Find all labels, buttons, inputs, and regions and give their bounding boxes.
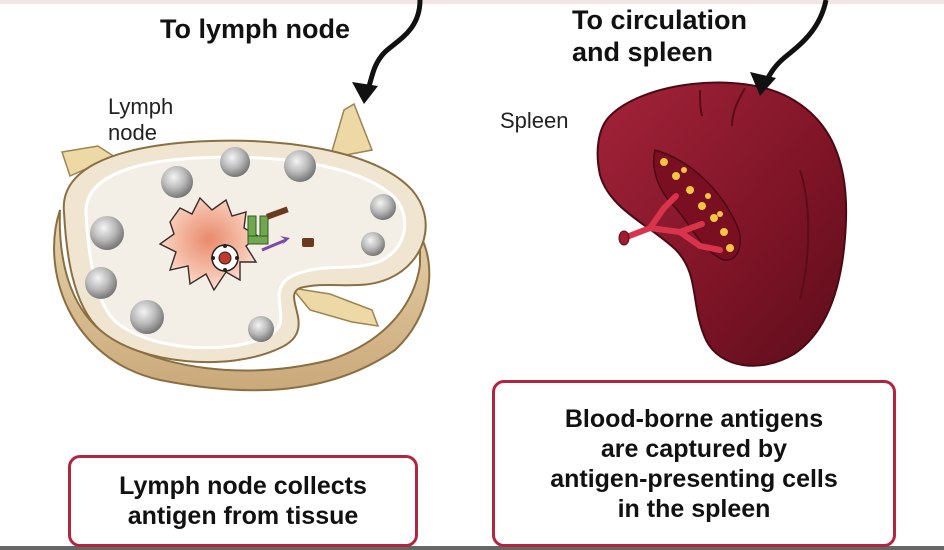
label-lymph-node-line1: Lymph (108, 94, 174, 119)
bottom-strip (0, 546, 944, 550)
spleen-icon (596, 81, 848, 367)
caption-left: Lymph node collects antigen from tissue (68, 455, 418, 547)
caption-left-line: Lymph node collects (119, 472, 367, 500)
arrow-to-spleen (762, 0, 829, 86)
label-to-lymph-node: To lymph node (160, 14, 350, 44)
label-lymph-node: Lymph node (108, 94, 173, 146)
caption-right-line: antigen-presenting cells (550, 464, 838, 493)
antigen-presenting-cell-icon (158, 196, 260, 292)
label-lymph-node-line2: node (108, 120, 157, 145)
label-to-circulation: To circulation and spleen (572, 4, 747, 68)
label-to-circulation-line1: To circulation (572, 5, 748, 35)
follicles (85, 147, 396, 342)
caption-right-line: in the spleen (617, 494, 771, 523)
top-strip (0, 0, 944, 4)
caption-right-line: Blood-borne antigens (564, 404, 824, 433)
label-to-circulation-line2: and spleen (572, 37, 714, 67)
t-cell-receptor-icon (247, 206, 314, 252)
arrowhead-icon (750, 72, 776, 96)
lymph-node-icon (53, 102, 431, 392)
label-spleen: Spleen (500, 108, 569, 133)
caption-left-line: antigen from tissue (127, 502, 359, 530)
arrowhead-icon (352, 82, 378, 104)
arrow-to-lymph-node (363, 0, 423, 97)
caption-right: Blood-borne antigens are captured by ant… (492, 380, 896, 547)
caption-right-line: are captured by (600, 434, 788, 463)
